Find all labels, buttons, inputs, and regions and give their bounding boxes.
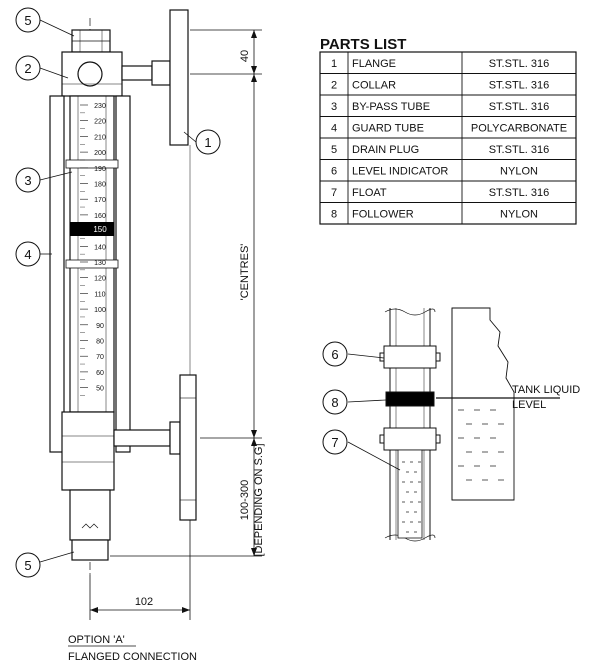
scale-tick-label: 180: [94, 182, 106, 189]
svg-text:4: 4: [24, 247, 31, 262]
parts-row-no: 6: [331, 165, 337, 177]
parts-row-no: 3: [331, 101, 337, 113]
detail-view: [379, 307, 560, 542]
parts-row-part: COLLAR: [352, 79, 396, 91]
detail-leaders: [347, 353, 401, 471]
bottom-collar: [61, 411, 115, 491]
parts-row-material: ST.STL. 316: [489, 58, 550, 70]
detail-balloons: [322, 341, 348, 455]
follower-band: [385, 391, 435, 407]
parts-row-material: ST.STL. 316: [489, 79, 550, 91]
scale-tick-label: 60: [96, 370, 104, 377]
level-indicator-clamp-bottom: [383, 427, 437, 451]
parts-row-material: ST.STL. 316: [489, 187, 550, 199]
dim-top: 40: [239, 50, 251, 62]
svg-text:5: 5: [24, 558, 31, 573]
bottom-flange: [179, 374, 197, 521]
scale-tick-label: 130: [94, 260, 106, 267]
svg-text:6: 6: [331, 347, 338, 362]
balloon-7: [322, 429, 348, 455]
top-side-arm: [121, 65, 153, 81]
parts-row-material: ST.STL. 316: [489, 101, 550, 113]
scale-tick-label: 190: [94, 166, 106, 173]
scale-tick-label: 90: [96, 323, 104, 330]
balloon-6: [322, 341, 348, 367]
parts-row-no: 4: [331, 122, 337, 134]
bypass-tube: [69, 95, 115, 413]
float: [397, 449, 423, 539]
parts-row-material: ST.STL. 316: [489, 144, 550, 156]
bottom-chamber: [69, 489, 111, 541]
dim-width: 102: [135, 596, 153, 608]
scale-tick-label: 80: [96, 339, 104, 346]
scale-tick-label: 120: [94, 276, 106, 283]
parts-row-part: DRAIN PLUG: [352, 144, 419, 156]
svg-text:8: 8: [331, 395, 338, 410]
parts-list-title: PARTS LIST: [320, 36, 406, 53]
parts-row-part: FLOAT: [352, 187, 387, 199]
scale-tick-label: 170: [94, 197, 106, 204]
dim-bottom-range: 100-300: [239, 480, 251, 520]
balloon-leaders: [39, 19, 197, 563]
parts-row-part: FOLLOWER: [352, 208, 414, 220]
svg-text:1: 1: [204, 135, 211, 150]
scale: 230 220 210 200 190 180 170 160 150 140 130 120 110 1…: [70, 103, 114, 396]
dimension-lines: [89, 29, 262, 620]
scale-tick-label: 70: [96, 354, 104, 361]
parts-row-no: 1: [331, 58, 337, 70]
parts-row-material: NYLON: [500, 165, 538, 177]
dim-bottom-note: [DEPENDING ON S.G]: [253, 443, 265, 556]
balloon-2: [15, 55, 41, 81]
level-indicator-band: [70, 222, 114, 236]
svg-text:7: 7: [331, 435, 338, 450]
balloon-5-top: [15, 7, 41, 33]
balloon-8: [322, 389, 348, 415]
svg-text:3: 3: [24, 173, 31, 188]
liquid-dashes: [402, 409, 504, 533]
svg-text:5: 5: [24, 13, 31, 28]
scale-tick-label: 50: [96, 386, 104, 393]
parts-table: 1 FLANGE ST.STL. 316 2 COLLAR ST.STL. 316 3 BY-…: [319, 51, 577, 225]
scale-tick-label: 140: [94, 244, 106, 251]
parts-row-no: 2: [331, 79, 337, 91]
tank-label-1: TANK LIQUID: [512, 384, 580, 396]
indicator-value: 150: [93, 225, 107, 234]
scale-tick-label: 230: [94, 103, 106, 110]
balloon-1: [195, 129, 221, 155]
tank-label-2: LEVEL: [512, 399, 546, 411]
balloon-3: [15, 167, 41, 193]
svg-text:2: 2: [24, 61, 31, 76]
scale-tick-label: 110: [94, 291, 105, 298]
balloon-5-bottom: [15, 552, 41, 578]
parts-row-no: 5: [331, 144, 337, 156]
scale-tick-label: 220: [94, 119, 106, 126]
balloon-4: [15, 241, 41, 267]
guard-tube: [49, 95, 65, 453]
scale-tick-label: 160: [94, 213, 106, 220]
parts-row-no: 7: [331, 187, 337, 199]
parts-row-material: NYLON: [500, 208, 538, 220]
top-flange: [169, 9, 189, 146]
parts-row-part: BY-PASS TUBE: [352, 101, 430, 113]
scale-tick-label: 100: [94, 307, 106, 314]
main-gauge: [49, 9, 197, 575]
dim-centres: 'CENTRES': [239, 244, 251, 301]
parts-row-part: GUARD TUBE: [352, 122, 424, 134]
caption-option: OPTION 'A': [68, 634, 125, 646]
balloons: [15, 7, 221, 578]
bottom-side-arm: [113, 429, 171, 447]
parts-row-material: POLYCARBONATE: [471, 122, 567, 134]
level-indicator-clamp-top: [383, 345, 437, 369]
scale-tick-label: 210: [94, 134, 106, 141]
caption-connection: FLANGED CONNECTION: [68, 651, 197, 663]
bottom-drain-plug: [71, 539, 109, 561]
parts-row-no: 8: [331, 208, 337, 220]
parts-row-part: FLANGE: [352, 58, 396, 70]
dimension-arrows: [90, 30, 257, 613]
scale-tick-label: 200: [94, 150, 106, 157]
parts-row-part: LEVEL INDICATOR: [352, 165, 448, 177]
tank-wall: [451, 307, 515, 501]
top-collar: [61, 51, 123, 97]
